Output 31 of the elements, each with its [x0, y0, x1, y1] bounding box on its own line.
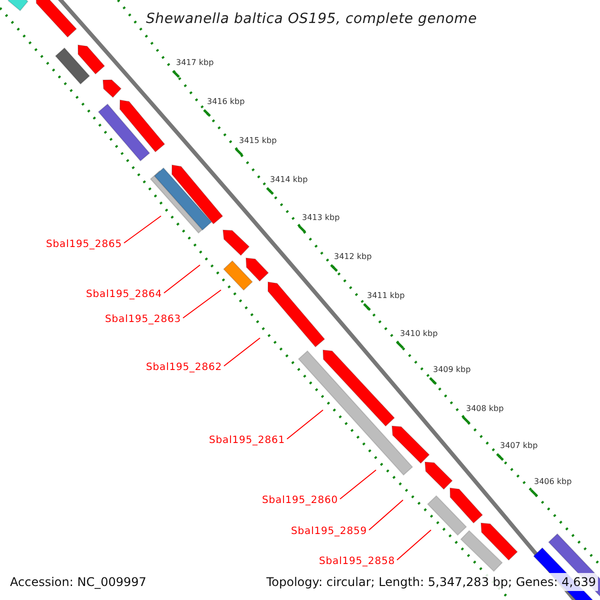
gene-label: Sbal195_2863	[105, 314, 181, 326]
gene-label: Sbal195_2865	[46, 239, 122, 251]
tick-label: 3417 kbp	[176, 58, 214, 68]
gene-label: Sbal195_2858	[319, 556, 395, 568]
genome-info-label: Topology: circular; Length: 5,347,283 bp; Genes: 4,639	[264, 573, 598, 591]
leader-line	[340, 470, 376, 500]
gene-label: Sbal195_2860	[262, 495, 338, 507]
tick-label: 3413 kbp	[302, 213, 340, 223]
leader-line	[182, 290, 222, 318]
tick-label: 3416 kbp	[207, 97, 245, 107]
tick-label: 3411 kbp	[367, 291, 405, 301]
gene-label: Sbal195_2864	[86, 289, 162, 301]
tick-label: 3406 kbp	[534, 477, 572, 487]
title: Shewanella baltica OS195, complete genome	[146, 10, 478, 29]
gene-label: Sbal195_2862	[146, 362, 222, 374]
tick-label: 3412 kbp	[334, 252, 372, 262]
tick-label: 3407 kbp	[500, 441, 538, 451]
tick-label: 3410 kbp	[400, 329, 438, 339]
tick-label: 3414 kbp	[270, 175, 308, 185]
accession-label: Accession: NC_009997	[8, 574, 148, 590]
tick-label: 3409 kbp	[433, 365, 471, 375]
tick-label: 3408 kbp	[466, 404, 504, 414]
leader-line	[368, 500, 404, 530]
tick-label: 3415 kbp	[239, 136, 277, 146]
leader-line	[396, 530, 432, 560]
leader-line	[164, 264, 200, 294]
gene-label: Sbal195_2859	[291, 526, 367, 538]
leader-line	[286, 410, 324, 440]
leader-line	[124, 216, 162, 244]
leader-line	[224, 338, 260, 366]
gene-label: Sbal195_2861	[209, 435, 285, 447]
